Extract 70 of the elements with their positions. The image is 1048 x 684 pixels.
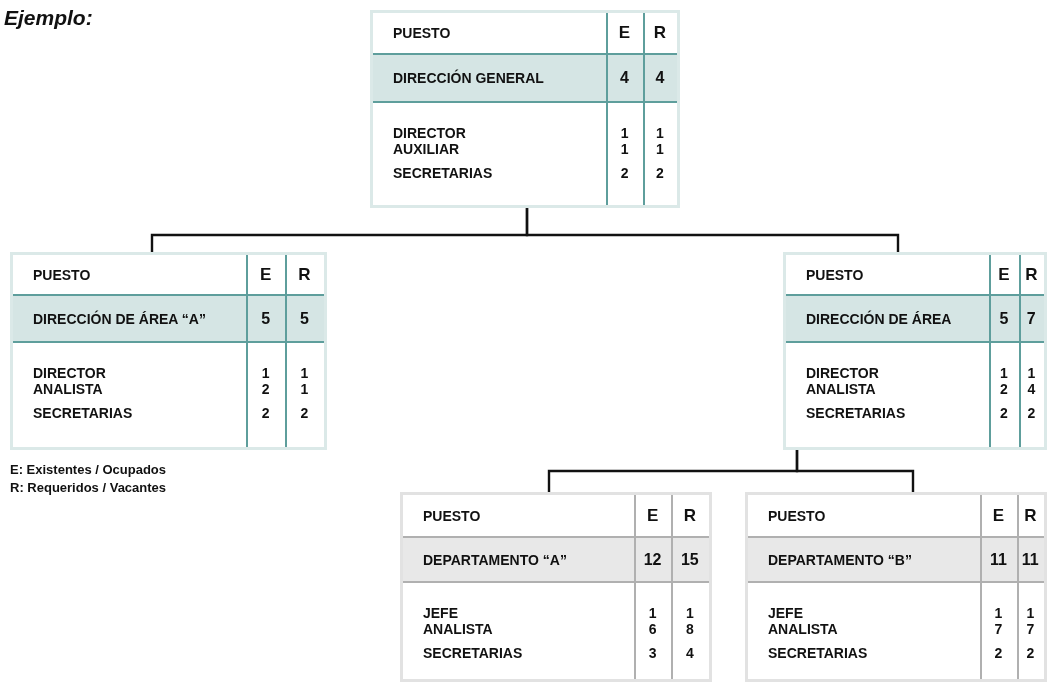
position-name: ANALISTA (805, 381, 877, 399)
count-value: 1 (246, 343, 285, 381)
count-value: 6 (634, 621, 671, 645)
position-name: AUXILIAR (392, 141, 461, 159)
count-value: 2 (1018, 405, 1044, 447)
count-value: 2 (989, 405, 1019, 447)
heading: Ejemplo: (4, 6, 93, 30)
count-value: 1 (284, 381, 324, 405)
unit-name: DIRECCIÓN GENERAL (373, 55, 607, 103)
position-name: SECRETARIAS (392, 165, 494, 183)
count-value: 1 (670, 583, 709, 621)
org-table (370, 10, 680, 208)
count-value: 1 (606, 103, 643, 141)
org-table (783, 252, 1047, 450)
unit-name: DEPARTAMENTO “A” (403, 538, 635, 583)
position-name: ANALISTA (32, 381, 104, 399)
count-value: 1 (989, 343, 1019, 381)
position-name: SECRETARIAS (422, 645, 524, 663)
org-table (745, 492, 1047, 682)
legend-note: R: Requeridos / Vacantes (10, 480, 167, 495)
position-name: SECRETARIAS (805, 405, 907, 423)
count-value: 1 (1018, 343, 1044, 381)
count-value: 2 (989, 381, 1019, 405)
count-value: 8 (670, 621, 709, 645)
count-value: 2 (1016, 645, 1044, 679)
count-value: 2 (642, 165, 677, 205)
count-value: 1 (980, 583, 1017, 621)
unit-name: DIRECCIÓN DE ÁREA (786, 296, 990, 343)
connector-line (795, 450, 915, 492)
count-value: 1 (642, 103, 677, 141)
count-value: 1 (634, 583, 671, 621)
count-value: 4 (606, 55, 643, 103)
position-name: DIRECTOR (805, 364, 880, 381)
count-value: 5 (989, 296, 1019, 343)
count-value: 5 (284, 296, 324, 343)
count-value: 4 (670, 645, 709, 679)
count-value: 7 (1018, 296, 1044, 343)
count-value: 5 (246, 296, 285, 343)
position-name: DIRECTOR (392, 124, 467, 141)
count-value: 15 (670, 538, 709, 583)
position-name: ANALISTA (767, 621, 839, 639)
count-value: 11 (1016, 538, 1044, 583)
unit-name: DIRECCIÓN DE ÁREA “A” (13, 296, 247, 343)
org-table (400, 492, 712, 682)
count-value: 2 (606, 165, 643, 205)
count-value: 1 (284, 343, 324, 381)
count-value: 2 (284, 405, 324, 447)
position-name: SECRETARIAS (767, 645, 869, 663)
position-name: DIRECTOR (32, 364, 107, 381)
count-value: 1 (642, 141, 677, 165)
count-value: 11 (980, 538, 1017, 583)
count-value: 3 (634, 645, 671, 679)
unit-name: DEPARTAMENTO “B” (748, 538, 981, 583)
legend-note: E: Existentes / Ocupados (10, 462, 167, 477)
org-table (10, 252, 327, 450)
count-value: 2 (980, 645, 1017, 679)
position-name: JEFE (767, 604, 804, 621)
count-value: 2 (246, 405, 285, 447)
position-name: SECRETARIAS (32, 405, 134, 423)
count-value: 12 (634, 538, 671, 583)
position-name: JEFE (422, 604, 459, 621)
count-value: 7 (1016, 621, 1044, 645)
count-value: 2 (246, 381, 285, 405)
connector-line (525, 208, 900, 252)
count-value: 7 (980, 621, 1017, 645)
count-value: 4 (1018, 381, 1044, 405)
count-value: 1 (1016, 583, 1044, 621)
position-name: ANALISTA (422, 621, 494, 639)
count-value: 4 (642, 55, 677, 103)
count-value: 1 (606, 141, 643, 165)
